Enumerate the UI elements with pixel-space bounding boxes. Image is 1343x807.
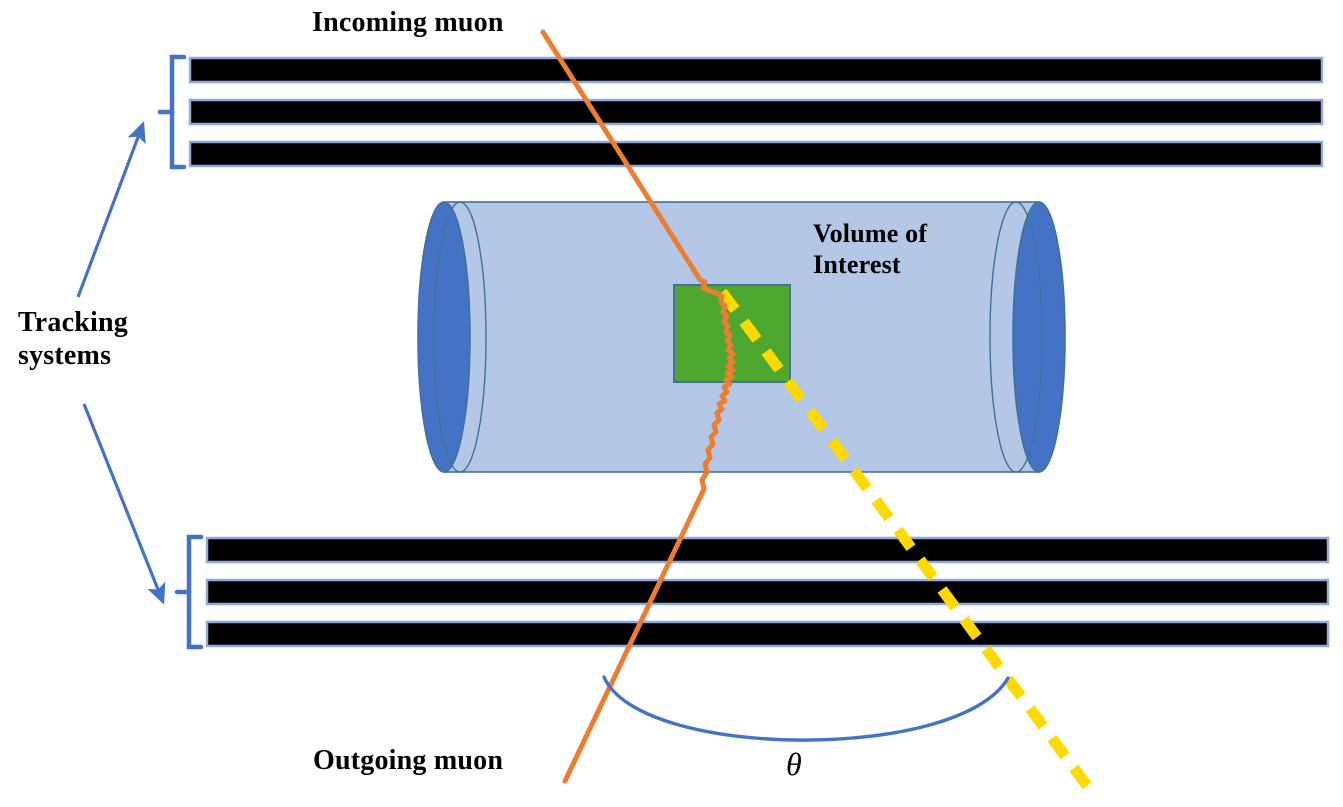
lower-tracking-system (205, 536, 1330, 648)
scattering-angle-arc (602, 675, 1010, 742)
detector-panel (188, 56, 1324, 84)
lower-tracking-bracket (174, 534, 204, 650)
detector-panel (205, 620, 1330, 648)
outgoing-muon-track (562, 486, 707, 784)
detector-panel (205, 536, 1330, 564)
upper-tracking-system (188, 56, 1324, 168)
volume-of-interest-label: Volume of Interest (813, 219, 928, 279)
tracking-systems-label: Tracking systems (18, 307, 128, 372)
tracking-systems-arrow-up (76, 121, 146, 298)
detector-panel (205, 578, 1330, 606)
detector-panel (188, 98, 1324, 126)
scattering-muon-track (694, 272, 736, 492)
outgoing-muon-label: Outgoing muon (313, 745, 504, 776)
extrapolated-trajectory-dashed (717, 288, 1093, 791)
cylinder-right-cap-edge (989, 201, 1043, 473)
cylinder-right-cap (1012, 201, 1066, 473)
cylinder-left-cap (417, 201, 471, 473)
incoming-muon-label: Incoming muon (312, 7, 504, 38)
upper-tracking-bracket (157, 54, 187, 170)
cylinder-left-cap-edge (433, 201, 487, 473)
tracking-systems-arrow-down (82, 403, 166, 605)
incoming-muon-track (540, 29, 700, 278)
detector-panel (188, 140, 1324, 168)
volume-of-interest-cylinder (417, 201, 1066, 473)
scattering-angle-label: θ (786, 746, 802, 782)
